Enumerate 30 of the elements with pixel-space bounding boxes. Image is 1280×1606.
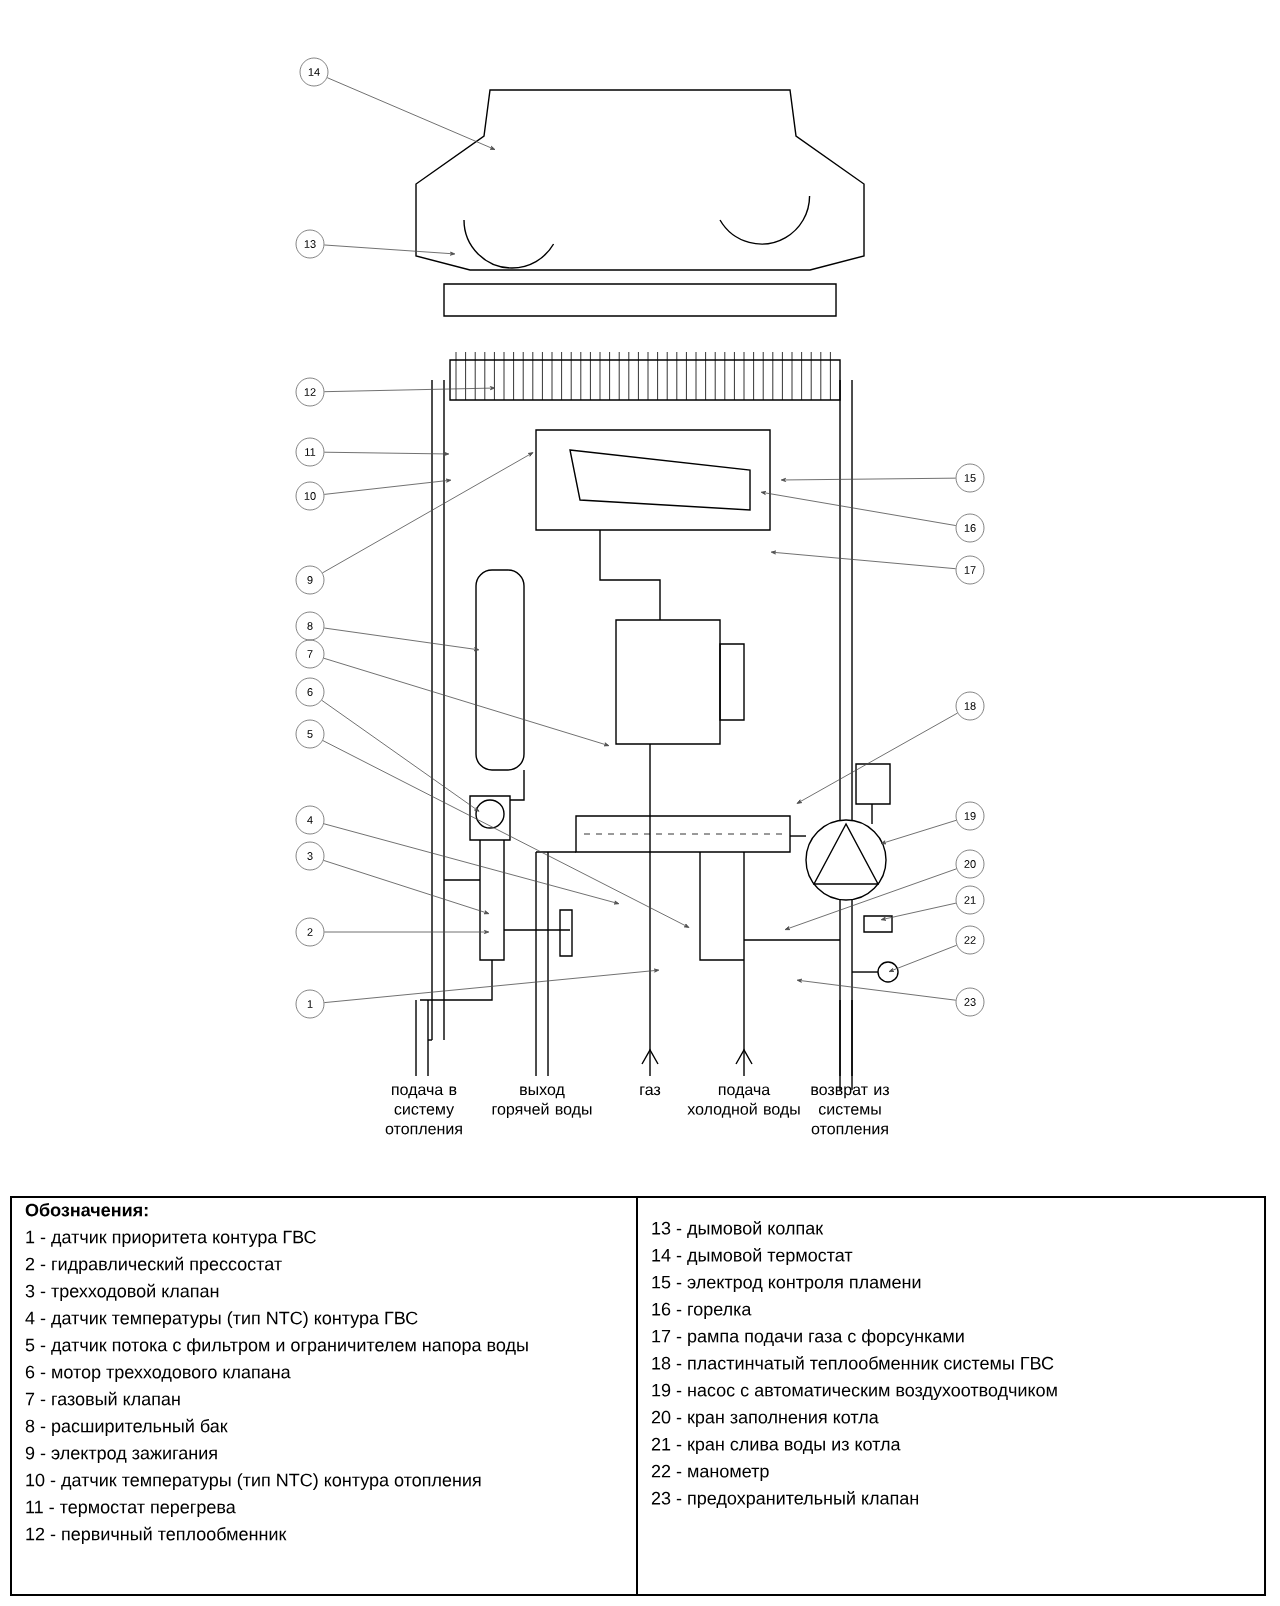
leader-line: [760, 491, 957, 526]
legend-table-cell: 13 - дымовой колпак 14 - дымовой термостат 15 - электрод контроля пламени 16 - горелка 17 - рампа подачи газа с форсунками 18 - пластинчатый теплообменник системы ГВС 19 - насос с автоматическим воздухоотводчиком 20 - кран заполнения котла 21 - кран слива воды из котла 22 - манометр 23 - предохранительный клапан: [636, 1196, 1266, 1596]
leader-line: [770, 550, 957, 570]
leader-line: [780, 477, 956, 482]
leader-line: [323, 244, 456, 256]
leader-line: [322, 740, 690, 928]
leader-line: [322, 452, 534, 574]
pipe-label: выход горячей воды: [492, 1086, 592, 1118]
leader-line: [323, 823, 620, 905]
pipe-label: подача холодной воды: [687, 1086, 800, 1118]
leader-line: [323, 968, 660, 1003]
leader-line: [796, 712, 958, 804]
leader-line: [796, 978, 957, 1001]
leader-line: [880, 902, 957, 921]
leader-line: [324, 451, 450, 456]
pipe-label: подача в систему отопления: [385, 1086, 462, 1135]
leader-line: [323, 627, 480, 652]
leader-line: [321, 699, 480, 812]
leader-line: [323, 478, 452, 495]
leader-line: [323, 657, 610, 747]
leader-line: [324, 386, 496, 393]
pipe-label: газ: [640, 1086, 661, 1096]
legend-table-cell: Обозначения: 1 - датчик приоритета контура ГВС 2 - гидравлический прессостат 3 - трехходовой клапан 4 - датчик температуры (тип NTC) контура ГВС 5 - датчик потока с фильтром и ограничителем напора воды 6 - мотор трехходового клапана 7 - газовый клапан 8 - расширительный бак 9 - электрод зажигания 10 - датчик температуры (тип NTC) контура отопления 11 - термостат перегрева 12 - первичный теплообменник: [10, 1196, 638, 1596]
pipe-label: возврат из системы отопления: [811, 1086, 889, 1135]
leader-line: [324, 930, 490, 934]
leader-line: [326, 77, 496, 150]
leader-line: [880, 819, 957, 845]
leader-line: [784, 868, 957, 931]
leader-line: [323, 860, 490, 915]
leader-line: [888, 944, 957, 972]
